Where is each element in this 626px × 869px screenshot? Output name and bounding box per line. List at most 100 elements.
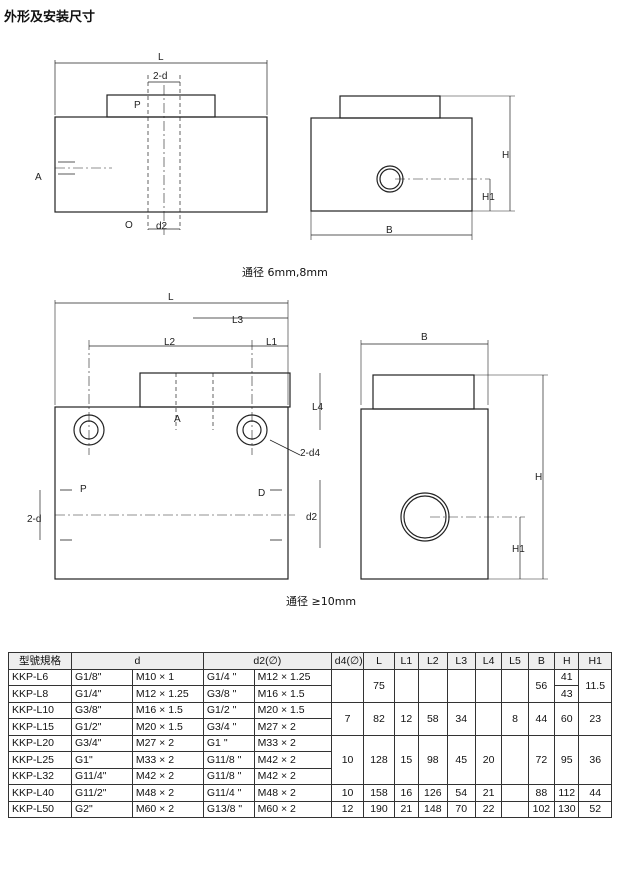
cell-B: 88 xyxy=(527,784,556,802)
cell-L2: 98 xyxy=(418,734,448,785)
cell-L2 xyxy=(418,668,448,703)
cell-L: 128 xyxy=(363,734,395,785)
cell-H: 60 xyxy=(554,701,580,736)
label-2-d4: 2-d4 xyxy=(300,448,320,459)
label-A: A xyxy=(35,172,42,183)
cell-L4: 20 xyxy=(474,734,503,785)
table-row: KKP-L40 G11/2" M48 × 2 G11/4 " M48 × 2 1… xyxy=(8,784,612,802)
cell-d2-g: G1/4 " xyxy=(202,668,255,686)
cell-H: 112 xyxy=(554,784,580,802)
th-B: B xyxy=(527,652,556,670)
cell-d-m: M16 × 1.5 xyxy=(131,701,204,719)
cell-d4: 10 xyxy=(330,784,365,802)
th-L5: L5 xyxy=(501,652,529,670)
cell-d-g: G1/8" xyxy=(70,668,133,686)
label-L: L xyxy=(158,52,164,63)
cell-d-m: M27 × 2 xyxy=(131,734,204,752)
caption-bottom: 通径 ≥10mm xyxy=(286,595,357,608)
cell-d4 xyxy=(330,668,365,703)
label-d2-bottom: d2 xyxy=(306,512,318,523)
cell-d-m: M10 × 1 xyxy=(131,668,204,686)
table-row: KKP-L25 G1" M33 × 2 G11/8 " M42 × 2 xyxy=(8,751,612,769)
table-row: KKP-L50 G2" M60 × 2 G13/8 " M60 × 2 12 1… xyxy=(8,800,612,818)
th-d4: d4(∅) xyxy=(330,652,365,670)
cell-L3: 70 xyxy=(446,800,476,818)
label-L2: L2 xyxy=(164,337,176,348)
cell-L: 75 xyxy=(363,668,395,703)
label-L1: L1 xyxy=(266,337,278,348)
cell-d-m: M20 × 1.5 xyxy=(131,718,204,736)
cell-L4: 22 xyxy=(474,800,503,818)
spec-table: 型號規格 d d2(∅) d4(∅) L L1 L2 L3 L4 L5 B H … xyxy=(8,652,612,818)
th-model: 型號規格 xyxy=(8,652,72,670)
cell-L3 xyxy=(446,668,476,703)
th-L1: L1 xyxy=(393,652,420,670)
cell-model: KKP-L15 xyxy=(8,718,72,736)
cell-d-m: M42 × 2 xyxy=(131,767,204,785)
cell-d-m: M12 × 1.25 xyxy=(131,685,204,703)
cell-d2-m: M33 × 2 xyxy=(253,734,332,752)
cell-d2-g: G11/8 " xyxy=(202,751,255,769)
cell-d-g: G1/2" xyxy=(70,718,133,736)
cell-L1 xyxy=(393,668,420,703)
cell-d2-m: M27 × 2 xyxy=(253,718,332,736)
cell-B: 72 xyxy=(527,734,556,785)
label-B: B xyxy=(386,225,393,236)
cell-L: 158 xyxy=(363,784,395,802)
cell-L2: 148 xyxy=(418,800,448,818)
cell-L3: 34 xyxy=(446,701,476,736)
cell-L2: 58 xyxy=(418,701,448,736)
label-L-bottom: L xyxy=(168,292,174,303)
th-L: L xyxy=(363,652,395,670)
cell-L5 xyxy=(501,734,529,785)
cell-L1: 15 xyxy=(393,734,420,785)
table-header-row: 型號規格 d d2(∅) d4(∅) L L1 L2 L3 L4 L5 B H … xyxy=(8,652,612,670)
cell-d-g: G2" xyxy=(70,800,133,818)
page-title: 外形及安装尺寸 xyxy=(4,10,96,25)
label-H1: H1 xyxy=(482,192,495,203)
cell-d-g: G3/8" xyxy=(70,701,133,719)
label-D: D xyxy=(258,488,265,499)
table-row: KKP-L10 G3/8" M16 × 1.5 G1/2 " M20 × 1.5… xyxy=(8,701,612,736)
cell-H: 130 xyxy=(554,800,580,818)
cell-d2-m: M12 × 1.25 xyxy=(253,668,332,686)
label-H-bottom: H xyxy=(535,472,542,483)
table-row: KKP-L8 G1/4" M12 × 1.25 G3/8 " M16 × 1.5… xyxy=(8,685,612,703)
label-B-bottom: B xyxy=(421,332,428,343)
cell-d2-m: M16 × 1.5 xyxy=(253,685,332,703)
cell-d4: 7 xyxy=(330,701,365,736)
cell-H1: 36 xyxy=(578,734,612,785)
cell-L4: 21 xyxy=(474,784,503,802)
cell-L1: 16 xyxy=(393,784,420,802)
label-L3: L3 xyxy=(232,315,244,326)
front-view-large: L L3 L2 L1 L4 A 2-d4 P D 2-d d2 xyxy=(27,292,324,580)
cell-L: 190 xyxy=(363,800,395,818)
cell-L2: 126 xyxy=(418,784,448,802)
cell-L4 xyxy=(474,701,503,736)
cell-model: KKP-L8 xyxy=(8,685,72,703)
cell-H: 41 xyxy=(554,668,580,686)
cell-H1: 23 xyxy=(578,701,612,736)
cell-H: 43 xyxy=(554,685,580,703)
cell-H: 95 xyxy=(554,734,580,785)
cell-d-m: M33 × 2 xyxy=(131,751,204,769)
cell-H1: 44 xyxy=(578,784,612,802)
cell-d-g: G1" xyxy=(70,751,133,769)
label-O: O xyxy=(125,220,133,231)
side-view-large: B H H1 xyxy=(360,332,548,580)
label-P: P xyxy=(134,100,141,111)
th-H: H xyxy=(554,652,580,670)
cell-d-g: G3/4" xyxy=(70,734,133,752)
cell-model: KKP-L20 xyxy=(8,734,72,752)
cell-d2-g: G13/8 " xyxy=(202,800,255,818)
cell-d-g: G1/4" xyxy=(70,685,133,703)
cell-d2-m: M60 × 2 xyxy=(253,800,332,818)
cell-L5 xyxy=(501,668,529,703)
side-view-small: H H1 B xyxy=(310,95,515,240)
cell-d4: 12 xyxy=(330,800,365,818)
cell-L5 xyxy=(501,800,529,818)
cell-d-g: G11/4" xyxy=(70,767,133,785)
cell-L3: 54 xyxy=(446,784,476,802)
label-2-d: 2-d xyxy=(153,71,167,82)
th-L2: L2 xyxy=(418,652,448,670)
